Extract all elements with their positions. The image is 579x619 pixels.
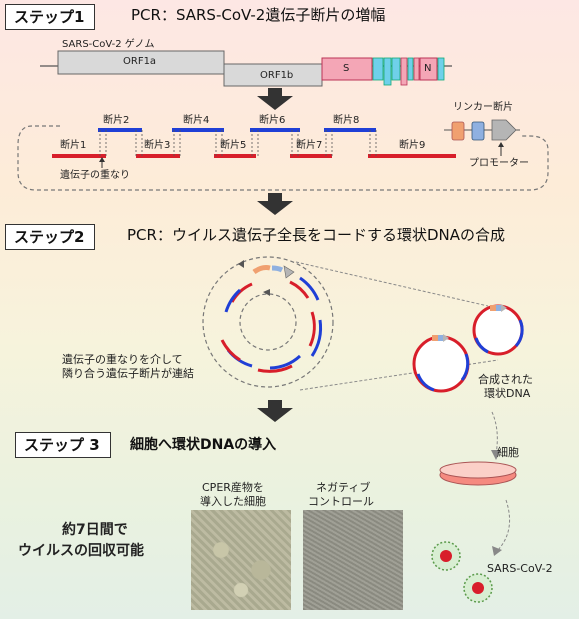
- neg-label-2: コントロール: [308, 495, 374, 508]
- orf1a-label: ORF1a: [123, 56, 157, 67]
- step3-title: 細胞へ環状DNAの導入: [130, 437, 277, 453]
- fragments-diagram: [17, 119, 549, 191]
- negative-control-image: [303, 510, 403, 610]
- circular-assembly-diagram: [202, 256, 524, 393]
- step2-label: ステップ2: [5, 224, 96, 250]
- arrow-down-icon: [257, 400, 293, 422]
- linker-label: リンカー断片: [453, 102, 513, 113]
- fragment-5: 断片5: [220, 140, 247, 151]
- fragment-8: 断片8: [333, 115, 360, 126]
- step3-label: ステップ 3: [15, 432, 111, 458]
- overlap-join-text-1: 遺伝子の重なりを介して: [62, 353, 183, 366]
- step1-title: PCR：SARS-CoV-2遺伝子断片の増幅: [131, 6, 386, 24]
- cper-label-1: CPER産物を: [202, 481, 264, 494]
- cper-cell-image: [191, 510, 291, 610]
- n-label: N: [424, 63, 432, 74]
- fragment-7: 断片7: [296, 140, 323, 151]
- virus-icon: [463, 573, 493, 603]
- fragment-6: 断片6: [259, 115, 286, 126]
- virus-icon: [431, 541, 461, 571]
- step2-title: PCR：ウイルス遺伝子全長をコードする環状DNAの合成: [127, 226, 505, 244]
- genome-diagram: [40, 50, 452, 87]
- recovery-text-2: ウイルスの回収可能: [18, 543, 144, 559]
- arrow-down-icon: [257, 193, 293, 215]
- fragment-3: 断片3: [144, 140, 171, 151]
- fragment-1: 断片1: [60, 140, 87, 151]
- arrow-down-icon: [257, 88, 293, 110]
- circular-dna-label-1: 合成された: [478, 373, 533, 386]
- overlap-join-text-2: 隣り合う遺伝子断片が連結: [62, 367, 194, 380]
- overlap-label: 遺伝子の重なり: [60, 170, 130, 181]
- s-box: [321, 57, 373, 81]
- genome-label: SARS-CoV-2 ゲノム: [62, 39, 155, 50]
- orf1b-label: ORF1b: [260, 70, 294, 81]
- cell-label: 細胞: [497, 446, 519, 459]
- fragment-2: 断片2: [103, 115, 130, 126]
- fragment-9: 断片9: [399, 140, 426, 151]
- circular-dna-1: [412, 334, 470, 393]
- promoter-label: プロモーター: [469, 158, 529, 169]
- process-flow-arrows: [439, 411, 517, 556]
- circular-dna-2: [472, 304, 524, 356]
- fragment-4: 断片4: [183, 115, 210, 126]
- s-label: S: [343, 63, 350, 74]
- circular-dna-label-2: 環状DNA: [484, 387, 531, 400]
- cper-label-2: 導入した細胞: [200, 495, 266, 508]
- recovery-text-1: 約7日間で: [62, 522, 128, 538]
- virus-label: SARS-CoV-2: [487, 562, 553, 575]
- virus-particles: [431, 541, 493, 603]
- neg-label-1: ネガティブ: [316, 481, 371, 494]
- step1-label: ステップ1: [5, 4, 96, 30]
- orf1a-box: [57, 50, 225, 75]
- n-box: [419, 57, 438, 81]
